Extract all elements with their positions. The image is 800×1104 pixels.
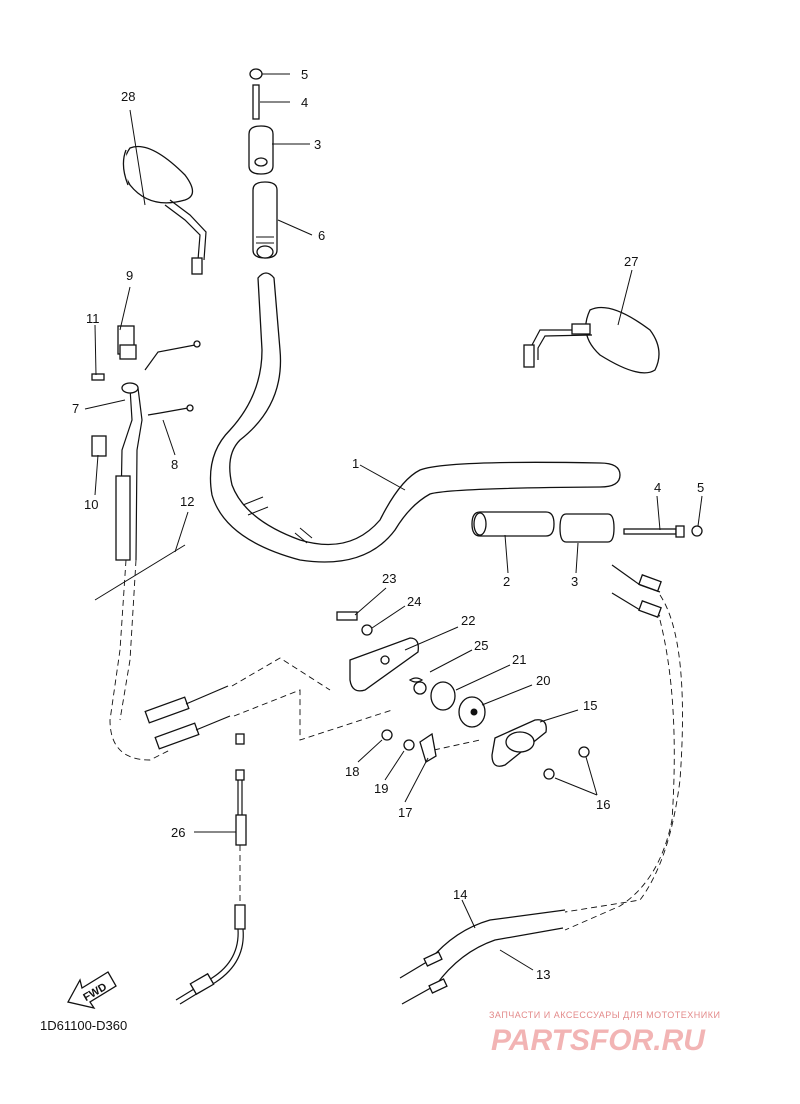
callout-3-right: 3 — [571, 574, 578, 589]
fwd-label: FWD — [81, 981, 109, 1004]
callout-4-right: 4 — [654, 480, 661, 495]
mirror-left — [122, 145, 207, 275]
callout-2: 2 — [503, 574, 510, 589]
mirror-right — [523, 306, 660, 374]
left-cable-routing — [109, 559, 171, 761]
callout-26: 26 — [171, 825, 185, 840]
callout-3-top: 3 — [314, 137, 321, 152]
callout-14: 14 — [453, 887, 467, 902]
grip-parts-right — [471, 511, 703, 543]
fwd-arrow-icon: FWD — [67, 971, 117, 1010]
callout-28: 28 — [121, 89, 135, 104]
callout-10: 10 — [84, 497, 98, 512]
cable-26 — [175, 733, 247, 1005]
callout-21: 21 — [512, 652, 526, 667]
callout-8: 8 — [171, 457, 178, 472]
callout-23: 23 — [382, 571, 396, 586]
callout-1: 1 — [352, 456, 359, 471]
callout-6: 6 — [318, 228, 325, 243]
callout-5-top: 5 — [301, 67, 308, 82]
callout-20: 20 — [536, 673, 550, 688]
callout-24: 24 — [407, 594, 421, 609]
callout-labels: 5 4 3 6 28 27 1 2 3 4 5 9 11 7 8 10 12 2… — [72, 67, 704, 982]
diagram-code: 1D61100-D360 — [40, 1018, 128, 1033]
callout-7: 7 — [72, 401, 79, 416]
clutch-cables-right — [399, 564, 683, 1005]
switch-housing-lower — [381, 719, 590, 780]
callout-18: 18 — [345, 764, 359, 779]
switch-housing-upper — [336, 611, 486, 728]
throttle-cable-left — [91, 325, 201, 601]
callout-16: 16 — [596, 797, 610, 812]
callout-9: 9 — [126, 268, 133, 283]
callout-5-right: 5 — [697, 480, 704, 495]
callout-19: 19 — [374, 781, 388, 796]
callout-22: 22 — [461, 613, 475, 628]
handlebar — [209, 272, 621, 563]
leader-lines — [84, 73, 703, 971]
handlebar-end-parts-top — [248, 68, 278, 259]
throttle-cables-lower — [144, 685, 231, 750]
watermark-caption: ЗАПЧАСТИ И АКСЕССУАРЫ ДЛЯ МОТОТЕХНИКИ — [489, 1010, 721, 1020]
callout-27: 27 — [624, 254, 638, 269]
callout-12: 12 — [180, 494, 194, 509]
watermark-logo: PARTSFOR.RU — [491, 1024, 705, 1057]
callout-15: 15 — [583, 698, 597, 713]
callout-25: 25 — [474, 638, 488, 653]
callout-17: 17 — [398, 805, 412, 820]
callout-11: 11 — [86, 311, 100, 326]
callout-13: 13 — [536, 967, 550, 982]
callout-4-top: 4 — [301, 95, 308, 110]
